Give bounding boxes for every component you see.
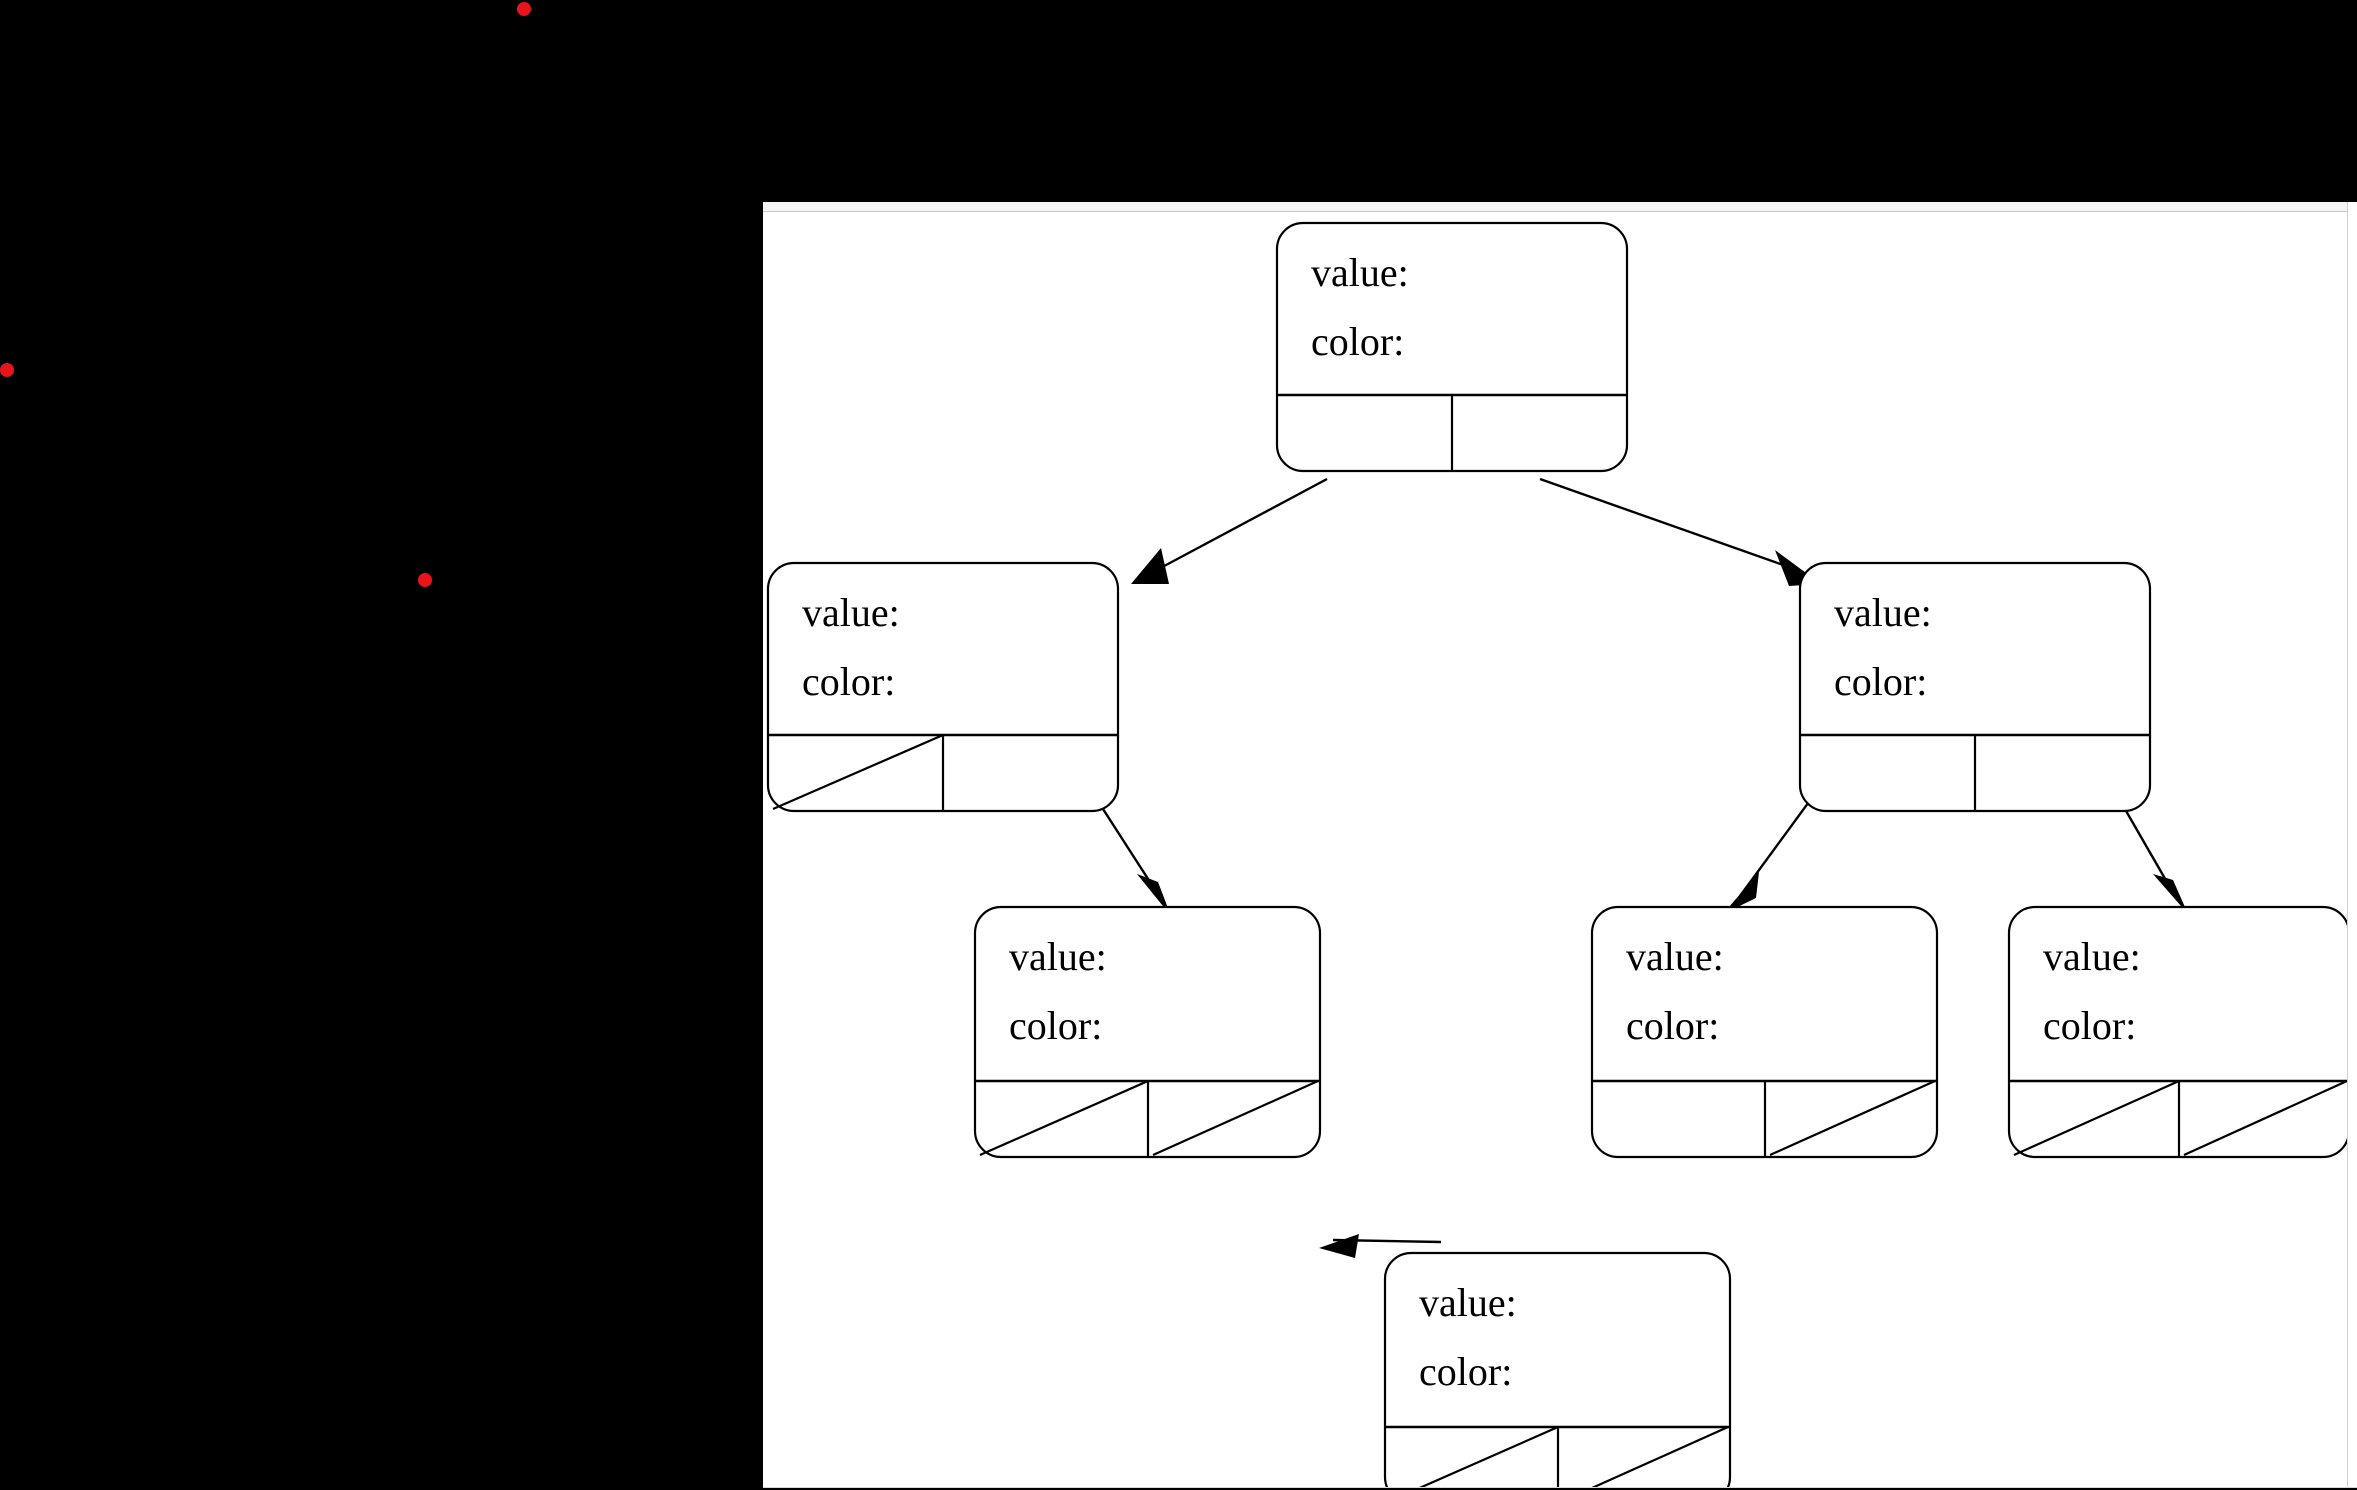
panel-header-strip (763, 202, 2357, 212)
node-right-left-left-value-label: value: (1419, 1280, 1517, 1325)
null-pointer-slash (2013, 1079, 2180, 1157)
null-pointer-slash (1769, 1079, 1936, 1157)
null-pointer-slash (772, 733, 944, 811)
tree-node-right-left-left[interactable]: value: color: (1383, 1251, 1732, 1488)
node-right-left-left-color-label: color: (1419, 1349, 1512, 1394)
node-left-right-value-label: value: (1009, 934, 1107, 979)
tree-diagram-svg: value: color: value: color: (766, 221, 2351, 1488)
node-right-left-color-label: color: (1626, 1003, 1719, 1048)
null-pointer-slash (979, 1079, 1149, 1157)
node-right-right-value-label: value: (2043, 934, 2141, 979)
node-right-right-color-label: color: (2043, 1003, 2136, 1048)
tree-node-root[interactable]: value: color: (1275, 221, 1629, 473)
diagram-panel: value: color: value: color: (763, 202, 2357, 1488)
marker-dot-3 (418, 573, 432, 587)
tree-node-right-right[interactable]: value: color: (2007, 905, 2351, 1159)
vertical-scrollbar[interactable] (2347, 202, 2357, 1488)
null-pointer-slash (2183, 1079, 2348, 1157)
null-pointer-slash (1589, 1425, 1729, 1488)
tree-node-right-left[interactable]: value: color: (1590, 905, 1939, 1159)
node-left-color-label: color: (802, 659, 895, 704)
marker-dot-2 (0, 363, 14, 377)
node-left-right-color-label: color: (1009, 1003, 1102, 1048)
marker-dot-1 (517, 2, 531, 16)
node-right-left-value-label: value: (1626, 934, 1724, 979)
edge-root-left (1131, 477, 1328, 584)
edge-root-right (1539, 477, 1821, 586)
null-pointer-slash (1152, 1079, 1319, 1157)
node-left-value-label: value: (802, 590, 900, 635)
node-root-color-label: color: (1311, 319, 1404, 364)
tree-node-left-right[interactable]: value: color: (973, 905, 1322, 1159)
tree-node-right[interactable]: value: color: (1798, 561, 2152, 813)
panel-bottom-divider (763, 1487, 2357, 1488)
diagram-canvas[interactable]: value: color: value: color: (763, 212, 2357, 1488)
null-pointer-slash (1416, 1425, 1559, 1488)
node-right-color-label: color: (1834, 659, 1927, 704)
node-right-value-label: value: (1834, 590, 1932, 635)
tree-node-left[interactable]: value: color: (766, 561, 1120, 813)
edge-rightleft-left (1319, 1234, 1442, 1258)
node-root-value-label: value: (1311, 250, 1409, 295)
